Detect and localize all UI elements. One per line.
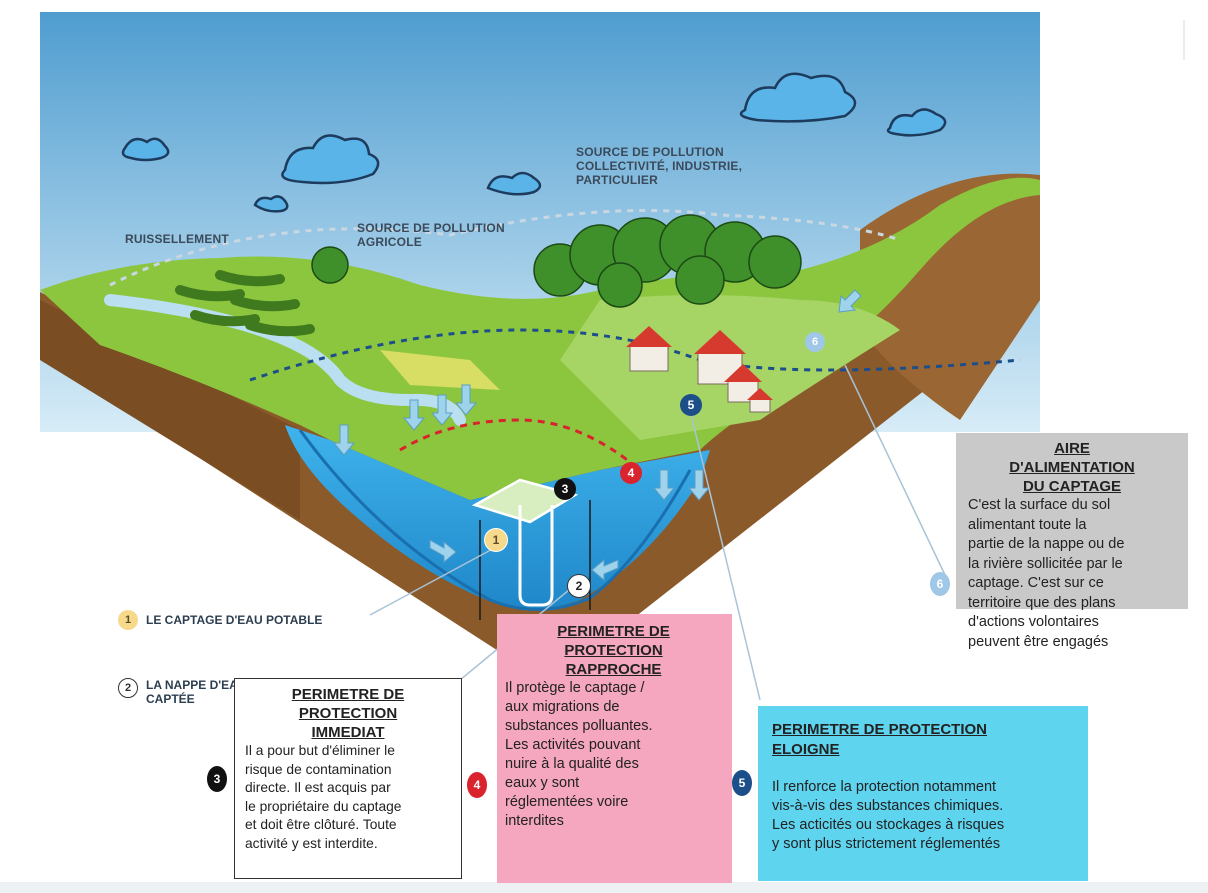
- box-elo-line: Il renforce la protection notamment: [772, 779, 997, 795]
- eloigne-dashed-line: [249, 328, 1021, 382]
- bottom-strip: [0, 882, 1208, 893]
- label-pollution-collectivite: Source de pollution collectivité, indust…: [576, 145, 743, 187]
- box-rap-line: Il protège le captage /: [505, 680, 645, 696]
- box-imm-line: le propriétaire du captage: [245, 798, 402, 814]
- box-rap-line: Les activités pouvant: [505, 737, 641, 753]
- water-channel: [298, 429, 692, 612]
- forest: [311, 214, 802, 308]
- box-perimetre-rapproche: PERIMETRE DE PROTECTION RAPPROCHE Il pro…: [497, 614, 732, 883]
- legend-nappe: 2 LA NAPPE D'EA CAPTÉE: [118, 678, 238, 706]
- box-rap-line: nuire à la qualité des: [505, 756, 639, 772]
- village: [626, 326, 773, 413]
- legend-number-2: 2: [118, 678, 138, 698]
- right-margin-line: [1183, 20, 1185, 60]
- box-aac-line: peuvent être engagés: [968, 633, 1109, 650]
- grass-surface: [40, 177, 1040, 500]
- label-pollution-agricole-line1: Source de pollution: [357, 221, 505, 235]
- label-pollution-collectivite-line2: collectivité, industrie,: [576, 158, 743, 173]
- box-elo-title-line1: PERIMETRE DE PROTECTION: [772, 721, 988, 738]
- box-imm-title-line2: PROTECTION: [298, 705, 398, 722]
- box-aac-line: captage. C'est sur ce: [968, 575, 1104, 591]
- legend-number-1: 1: [118, 610, 138, 630]
- box-aac-title-line1: AIRE: [1054, 440, 1090, 457]
- box-perimetre-eloigne: PERIMETRE DE PROTECTION ELOIGNE Il renfo…: [758, 706, 1088, 881]
- box-aac-line: territoire que des plans: [968, 594, 1116, 611]
- box-elo-line: y sont plus strictement réglementés: [772, 836, 1001, 852]
- box-rap-line: aux migrations de: [505, 699, 620, 715]
- box-aac-line: C'est la surface du sol: [968, 497, 1111, 513]
- box-rap-line: réglementées voire: [505, 794, 629, 810]
- badge-5: 5: [732, 770, 752, 796]
- infiltration-arrows: [332, 289, 862, 582]
- legend-captage: 1 LE CAPTAGE D'EAU POTABLE: [118, 610, 322, 630]
- box-elo-line: vis-à-vis des substances chimiques.: [772, 798, 1004, 814]
- box-rap-line: interdites: [505, 813, 564, 829]
- label-pollution-agricole: Source de pollution agricole: [357, 221, 505, 250]
- marker-2: 2: [567, 574, 591, 598]
- field-stripes: [380, 350, 500, 390]
- marker-3: 3: [554, 478, 576, 500]
- rapproche-dashed-line: [399, 418, 641, 472]
- legend-label-captage: LE CAPTAGE D'EAU POTABLE: [146, 613, 323, 627]
- well-enclosure: [471, 478, 591, 620]
- label-pollution-collectivite-line3: particulier: [576, 172, 658, 187]
- legend-label-nappe: LA NAPPE D'EA CAPTÉE: [146, 678, 238, 706]
- box-imm-title-line3: IMMEDIAT: [311, 724, 385, 741]
- box-rap-title-line3: RAPPROCHE: [565, 661, 662, 678]
- box-rap-text: Il protège le captage / aux migrations d…: [505, 679, 722, 831]
- box-aac-line: la rivière sollicitée par le: [968, 555, 1123, 572]
- crop-rows: [175, 270, 315, 337]
- box-aire-alimentation: AIRE D'ALIMENTATION DU CAPTAGE C'est la …: [956, 433, 1188, 650]
- box-aac-line: alimentant toute la: [968, 516, 1087, 533]
- label-pollution-collectivite-line1: Source de pollution: [576, 145, 724, 159]
- box-aac-title-line2: D'ALIMENTATION: [1009, 459, 1135, 476]
- box-aac-text: C'est la surface du sol alimentant toute…: [968, 496, 1176, 652]
- badge-4: 4: [467, 772, 487, 798]
- box-perimetre-immediat: PERIMETRE DE PROTECTION IMMEDIAT Il a po…: [234, 678, 462, 879]
- label-pollution-agricole-line2: agricole: [357, 234, 422, 249]
- marker-4: 4: [620, 462, 642, 484]
- box-imm-line: et doit être clôturé. Toute: [245, 817, 397, 832]
- box-elo-title-line2: ELOIGNE: [772, 741, 840, 758]
- box-elo-text: Il renforce la protection notamment vis-…: [772, 778, 1074, 854]
- box-aac-line: partie de la nappe ou de: [968, 536, 1125, 552]
- marker-5: 5: [680, 394, 702, 416]
- box-imm-line: directe. Il est acquis par: [245, 780, 391, 795]
- marker-6: 6: [805, 332, 825, 352]
- label-ruissellement: Ruissellement: [125, 232, 229, 246]
- badge-6: 6: [930, 572, 950, 596]
- box-imm-title-line1: PERIMETRE DE: [291, 686, 405, 703]
- box-rap-title-line2: PROTECTION: [564, 642, 663, 659]
- clouds: [121, 72, 947, 213]
- box-elo-line: Les acticités ou stockages à risques: [772, 817, 1005, 833]
- box-imm-text: Il a pour but d'éliminer le risque de co…: [245, 742, 451, 853]
- left-soil-face: [40, 300, 300, 520]
- legend-label-nappe-line2: CAPTÉE: [146, 692, 195, 706]
- box-aac-title-line3: DU CAPTAGE: [1022, 478, 1122, 495]
- box-imm-line: Il a pour but d'éliminer le: [245, 743, 395, 758]
- badge-3: 3: [207, 766, 227, 792]
- legend-label-nappe-line1: LA NAPPE D'EA: [146, 678, 238, 692]
- box-rap-line: substances polluantes.: [505, 718, 653, 734]
- box-imm-line: risque de contamination: [245, 761, 392, 777]
- box-imm-line: activité y est interdite.: [245, 835, 378, 851]
- aac-dashed-line: [109, 209, 901, 287]
- box-aac-line: d'actions volontaires: [968, 614, 1099, 630]
- box-rap-line: eaux y sont: [505, 775, 580, 791]
- box-rap-title-line1: PERIMETRE DE: [557, 623, 670, 640]
- marker-1: 1: [484, 528, 508, 552]
